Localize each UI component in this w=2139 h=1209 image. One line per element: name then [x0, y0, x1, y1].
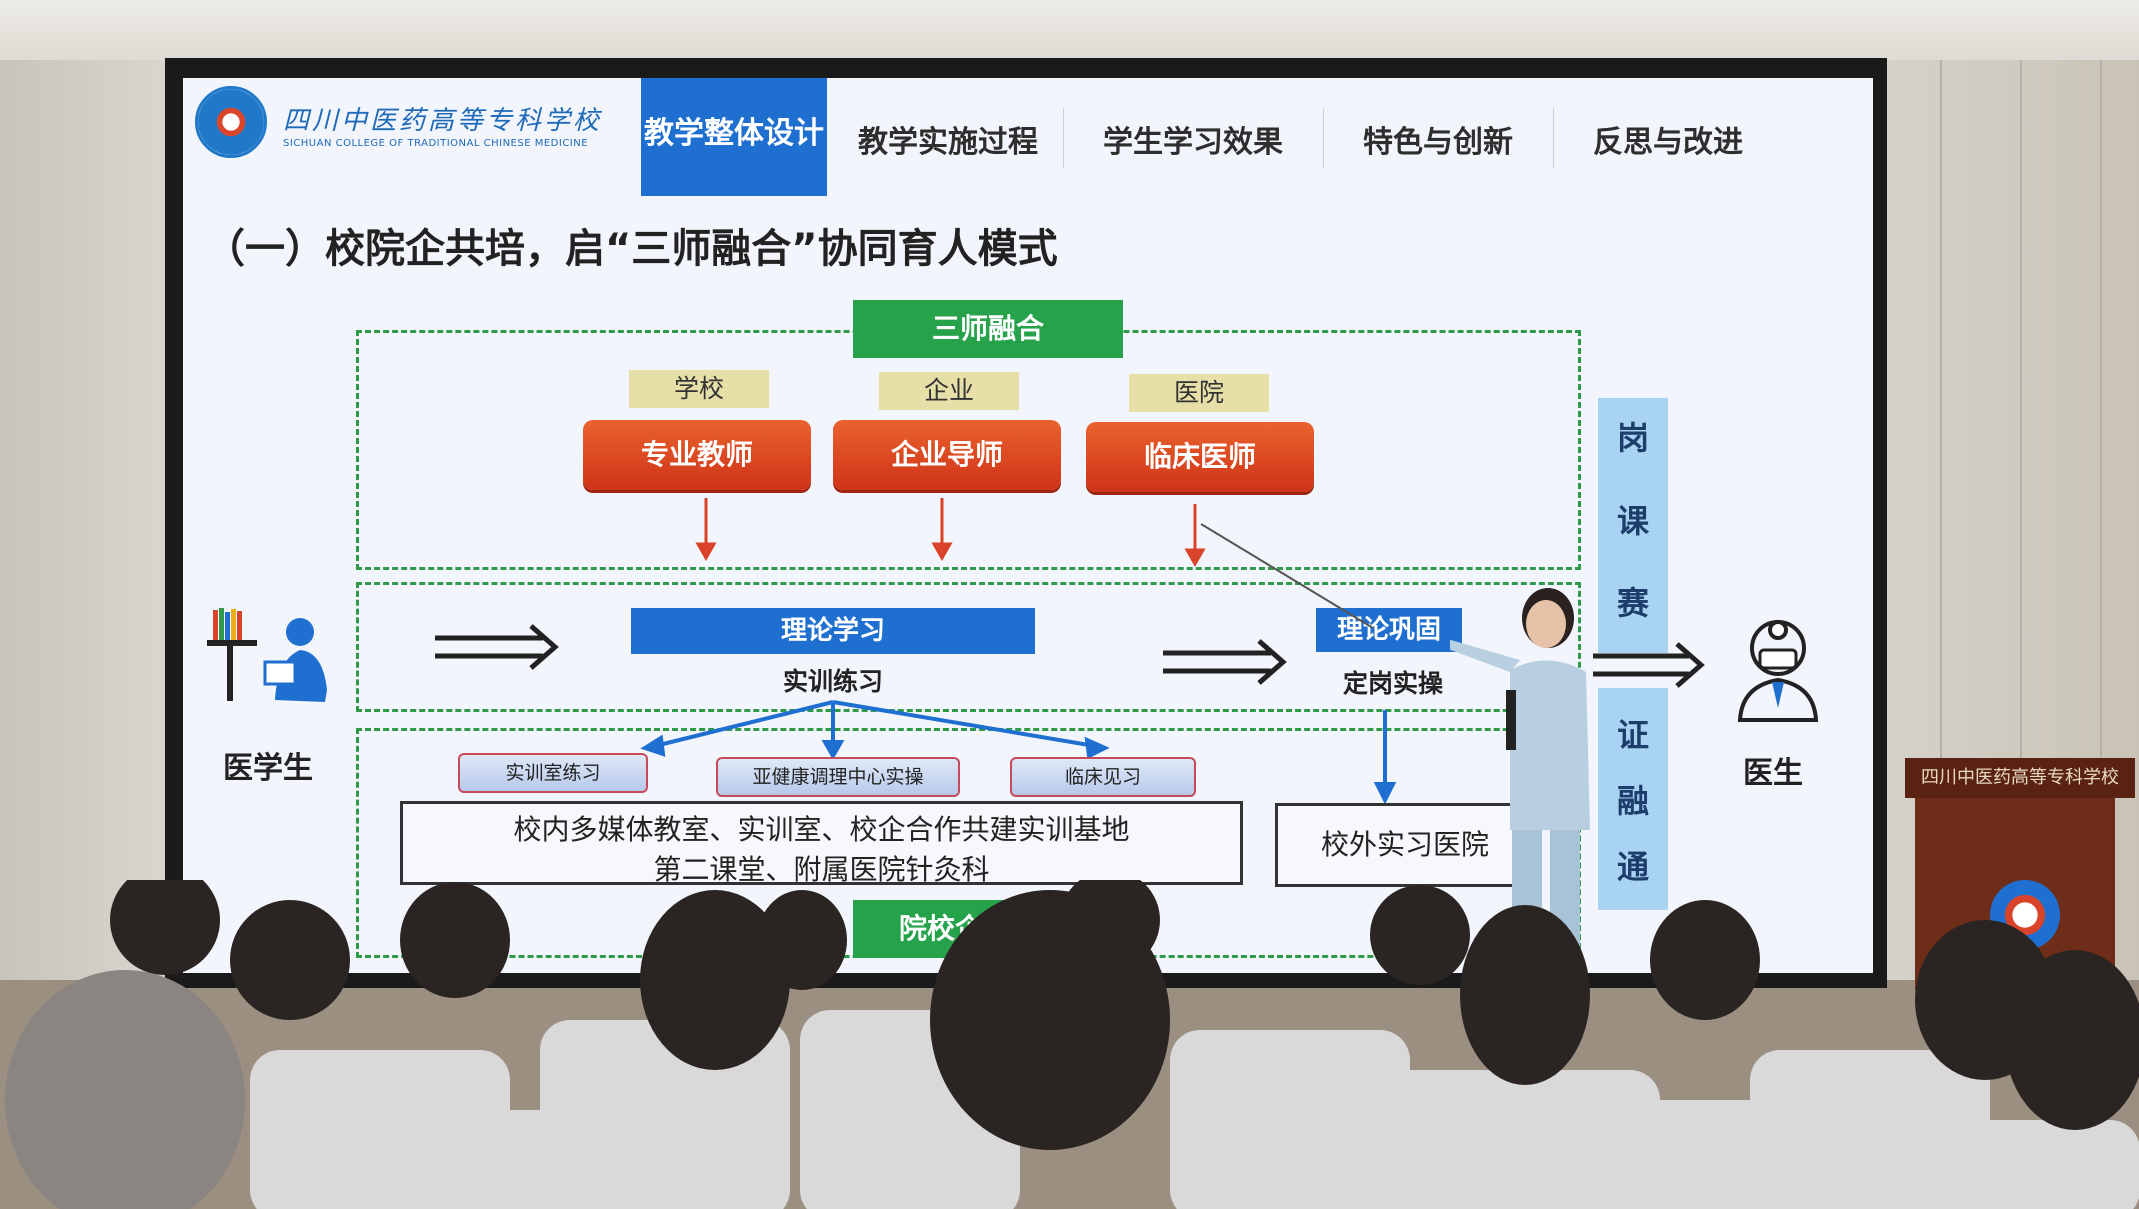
school-name-english: SICHUAN COLLEGE OF TRADITIONAL CHINESE M…: [283, 138, 589, 149]
box-theory-consolidation: 理论巩固: [1316, 608, 1462, 652]
tab-learning-effect[interactable]: 学生学习效果: [1103, 125, 1283, 160]
school-name: 四川中医药高等专科学校: [283, 106, 603, 136]
item-clinical-observation: 临床见习: [1010, 757, 1196, 797]
text-practice-training: 实训练习: [782, 667, 883, 696]
label-three-teachers: 三师融合: [853, 300, 1123, 358]
laser-pointer: [1200, 523, 1374, 629]
box-on-campus-venues: 校内多媒体教室、实训室、校企合作共建实训基地 第二课堂、附属医院针灸科: [400, 801, 1243, 886]
slide-heading: （一）校院企共培，启“三师融合”协同育人模式: [205, 226, 1058, 272]
tab-divider: [1063, 108, 1064, 168]
school-logo-icon: [195, 86, 267, 158]
ceiling: [0, 0, 2139, 60]
tag-school: 学校: [629, 370, 769, 408]
audience: [5, 880, 2139, 1209]
tab-reflection[interactable]: 反思与改进: [1593, 125, 1743, 160]
vertical-char-gang: 岗: [1616, 419, 1649, 457]
box-enterprise-mentor: 企业导师: [833, 420, 1061, 490]
item-subhealth-center: 亚健康调理中心实操: [716, 757, 960, 797]
box-clinical-physician: 临床医师: [1086, 422, 1314, 492]
tab-divider: [1323, 108, 1324, 168]
student-reading-icon: [207, 608, 327, 702]
tab-divider: [1553, 108, 1554, 168]
vertical-bar-top: [1598, 398, 1668, 653]
tab-features[interactable]: 特色与创新: [1363, 125, 1513, 160]
doctor-icon: [1737, 620, 1819, 722]
tag-enterprise: 企业: [879, 372, 1019, 410]
wall-left: [0, 60, 170, 1000]
label-medical-student: 医学生: [223, 751, 313, 786]
box-off-campus-hospital: 校外实习医院: [1275, 803, 1535, 887]
text-on-post-practice: 定岗实操: [1342, 669, 1443, 698]
vertical-char-sai: 赛: [1616, 584, 1649, 622]
vertical-char-tong: 通: [1616, 848, 1649, 886]
vertical-char-ke: 课: [1616, 502, 1649, 540]
vertical-bar-bottom: [1598, 688, 1668, 910]
tag-hospital: 医院: [1129, 374, 1269, 412]
vertical-char-zheng: 证: [1616, 716, 1649, 754]
label-doctor: 医生: [1743, 756, 1803, 791]
campus-venues-line1: 校内多媒体教室、实训室、校企合作共建实训基地: [513, 813, 1130, 846]
podium-sign: 四川中医药高等专科学校: [1905, 758, 2135, 798]
learning-dashed-box: [356, 582, 1581, 712]
item-lab-practice: 实训室练习: [458, 753, 648, 793]
box-theory-learning: 理论学习: [631, 608, 1035, 654]
box-professional-teacher: 专业教师: [583, 420, 811, 490]
campus-venues-line2: 第二课堂、附属医院针灸科: [653, 853, 990, 886]
tab-overall-design[interactable]: 教学整体设计: [641, 78, 827, 196]
tab-implementation[interactable]: 教学实施过程: [858, 125, 1038, 160]
diagram-arrows: [435, 498, 1705, 805]
vertical-char-rong: 融: [1616, 782, 1649, 820]
